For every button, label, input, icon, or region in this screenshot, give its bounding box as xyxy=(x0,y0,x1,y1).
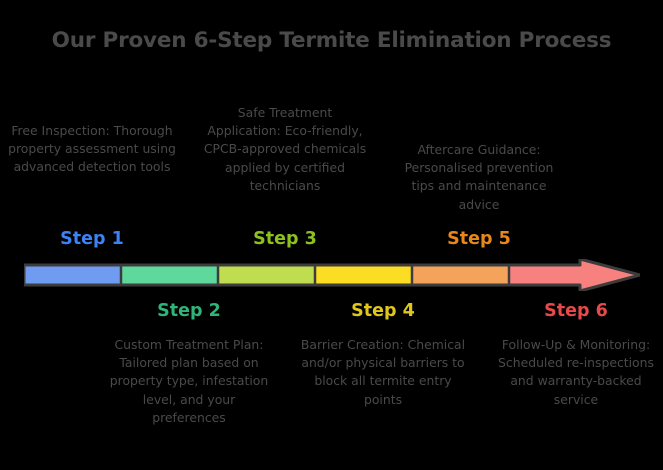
process-arrow-svg xyxy=(24,259,640,291)
step-description-4: Barrier Creation: Chemical and/or physic… xyxy=(300,337,466,407)
step-label-5: Step 5 xyxy=(447,229,511,249)
step-label-3: Step 3 xyxy=(253,229,317,249)
step-description-5: Aftercare Guidance: Personalised prevent… xyxy=(404,142,554,212)
step-description-1: Free Inspection: Thorough property asses… xyxy=(8,123,176,175)
step-description-3: Safe Treatment Application: Eco-friendly… xyxy=(203,105,367,193)
step-label-2: Step 2 xyxy=(157,301,221,321)
process-arrow xyxy=(24,259,640,291)
step-label-4: Step 4 xyxy=(351,301,415,321)
step-label-6: Step 6 xyxy=(544,301,608,321)
step-description-2: Custom Treatment Plan: Tailored plan bas… xyxy=(109,337,269,425)
arrow-outline xyxy=(24,259,640,291)
step-description-6: Follow-Up & Monitoring: Scheduled re-ins… xyxy=(498,337,654,407)
step-label-1: Step 1 xyxy=(60,229,124,249)
page-title: Our Proven 6-Step Termite Elimination Pr… xyxy=(51,28,612,53)
